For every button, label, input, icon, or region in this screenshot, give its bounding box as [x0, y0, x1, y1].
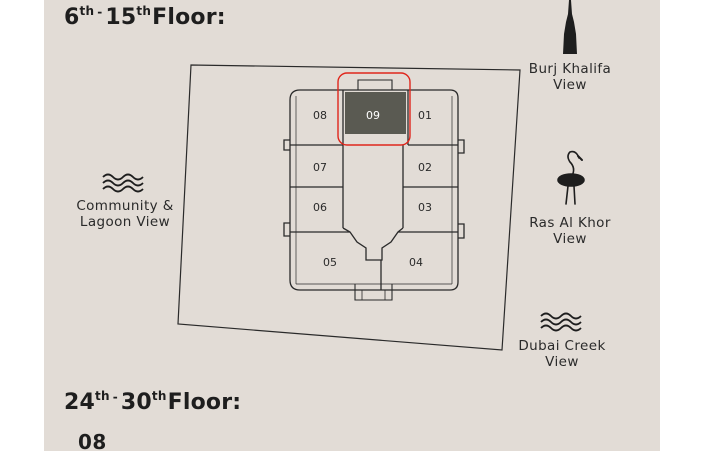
creek-line2: View — [545, 354, 579, 370]
unit-01-label: 01 — [418, 109, 432, 122]
ras-line2: View — [553, 231, 587, 247]
community-lagoon-view-label: Community & Lagoon View — [70, 198, 180, 230]
floor-to-2: 30 — [120, 390, 152, 415]
floor-to-sup: th — [136, 4, 152, 18]
floor-to: 15 — [105, 5, 137, 30]
unit-09-highlight — [337, 72, 411, 146]
floor-from-2: 24 — [64, 390, 96, 415]
community-line2: Lagoon View — [79, 214, 171, 230]
unit-03-label: 03 — [418, 201, 432, 214]
floor-from: 6 — [64, 5, 80, 30]
dash-2: - — [112, 390, 118, 404]
floorplan-panel — [44, 0, 660, 451]
flamingo-icon — [557, 150, 585, 205]
burj-khalifa-icon — [563, 0, 577, 54]
burj-khalifa-view-label: Burj Khalifa View — [520, 61, 620, 93]
community-line1: Community & — [76, 198, 174, 214]
floor-from-sup-2: th — [95, 389, 110, 403]
floor-suffix-2: Floor: — [167, 390, 242, 415]
unit-05-label: 05 — [323, 256, 337, 269]
unit-04-label: 04 — [409, 256, 423, 269]
unit-06-label: 06 — [313, 201, 327, 214]
burj-line1: Burj Khalifa — [528, 61, 612, 77]
floor-suffix: Floor: — [152, 5, 226, 30]
dubai-creek-view-label: Dubai Creek View — [512, 338, 612, 370]
ras-al-khor-view-label: Ras Al Khor View — [520, 215, 620, 247]
wave-icon-creek — [540, 312, 582, 332]
unit-number-heading: 08 — [78, 430, 107, 454]
unit-08-label: 08 — [313, 109, 327, 122]
floor-range-title-2: 24th-30thFloor: — [64, 389, 241, 415]
floor-to-sup-2: th — [151, 389, 167, 403]
unit-09-label: 09 — [366, 109, 380, 122]
dash: - — [97, 5, 103, 19]
ras-line1: Ras Al Khor — [529, 215, 611, 231]
building-outline — [283, 79, 465, 301]
unit-07-label: 07 — [313, 161, 327, 174]
floor-from-sup: th — [79, 4, 95, 18]
creek-line1: Dubai Creek — [518, 338, 606, 354]
burj-line2: View — [553, 77, 587, 93]
wave-icon-community — [102, 173, 144, 193]
unit-02-label: 02 — [418, 161, 432, 174]
floor-range-title: 6th-15thFloor: — [64, 4, 226, 30]
site-boundary — [177, 64, 521, 351]
unit-09-fill — [345, 92, 406, 134]
